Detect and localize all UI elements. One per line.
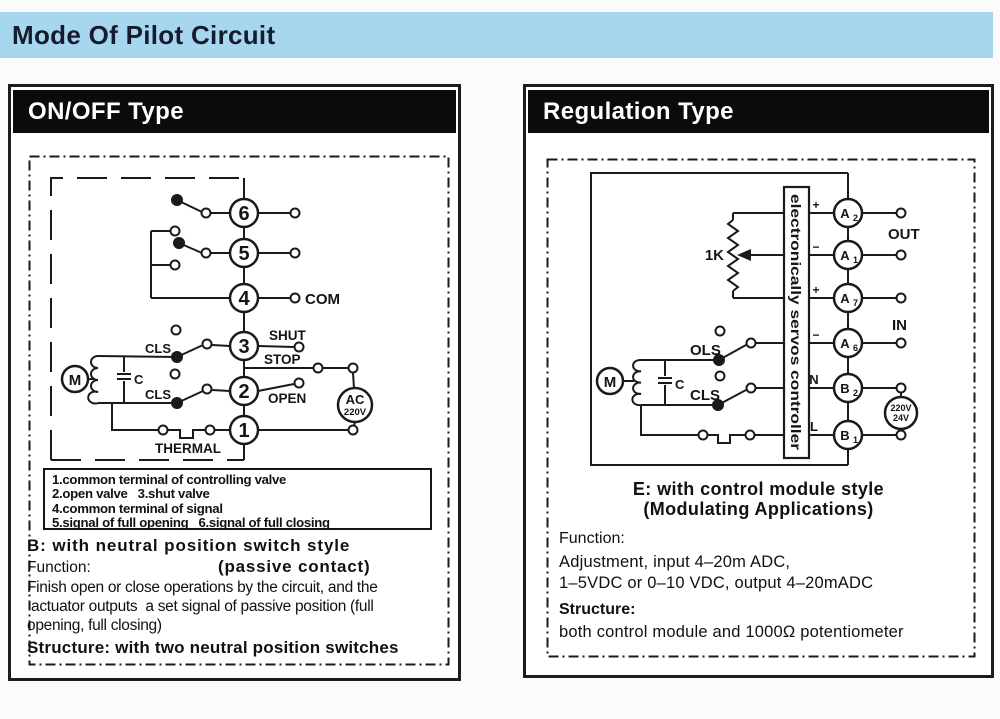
ac-label: AC xyxy=(346,392,365,407)
function-line-2: 1–5VDC or 0–10 VDC, output 4–20mADC xyxy=(559,574,874,592)
terminal-2-number: 2 xyxy=(238,381,249,403)
terminal-a2-label: A xyxy=(840,206,850,221)
onoff-type-panel: ON/OFF Type xyxy=(8,84,461,681)
function-line-1: Adjustment, input 4–20m ADC, xyxy=(559,553,791,571)
thermal-element xyxy=(708,434,745,444)
terminal-3-number: 3 xyxy=(238,336,249,358)
page-banner: Mode Of Pilot Circuit xyxy=(0,12,993,58)
terminal-5-number: 5 xyxy=(238,243,249,265)
legend-line-1: 1.common terminal of controlling valve xyxy=(52,472,287,487)
actuator-enclosure-dashed xyxy=(50,177,244,460)
terminal-6-number: 6 xyxy=(238,203,249,225)
terminal-b2-label: B xyxy=(840,381,849,396)
onoff-circuit-diagram: 6 5 4 3 2 1 COM SHUT STOP OPEN THERMAL C… xyxy=(28,155,450,666)
regulation-header-bar: Regulation Type xyxy=(528,90,989,133)
page-title: Mode Of Pilot Circuit xyxy=(12,19,276,50)
ols-label: OLS xyxy=(690,342,721,359)
supply-voltage-2: 24V xyxy=(893,413,909,423)
structure-label: Structure: xyxy=(559,601,636,618)
com-label: COM xyxy=(305,291,340,308)
cls-label: CLS xyxy=(690,387,720,404)
cls-switch-lower xyxy=(169,368,231,409)
open-label: OPEN xyxy=(268,391,306,406)
terminal-b1-label: B xyxy=(840,428,849,443)
capacitor-label: C xyxy=(675,377,685,392)
onoff-header-bar: ON/OFF Type xyxy=(13,90,456,133)
sign-b2: N xyxy=(809,372,818,387)
dash-dot-border xyxy=(546,158,976,658)
function-row: Function: (passive contact) xyxy=(27,557,447,577)
style-subtitle: (Modulating Applications) xyxy=(643,499,874,519)
regulation-header-title: Regulation Type xyxy=(543,97,734,125)
legend-line-3: 4.common terminal of signal xyxy=(52,500,223,516)
supply-voltage-1: 220V xyxy=(890,403,911,413)
sign-a1: − xyxy=(812,240,819,254)
function-line-3: opening, full closing) xyxy=(27,617,162,634)
switch-terminal-6 xyxy=(171,194,230,219)
cls-switch xyxy=(712,370,784,411)
style-title: E: with control module style xyxy=(632,479,885,499)
passive-contact-label: (passive contact) xyxy=(218,557,371,576)
terminal-a2-sub: 2 xyxy=(853,213,858,223)
thermal-element xyxy=(168,429,205,439)
function-description: Finish open or close operations by the c… xyxy=(27,578,378,635)
motor-label: M xyxy=(69,372,82,389)
terminal-b2-sub: 2 xyxy=(853,388,858,398)
function-line-1: Finish open or close operations by the c… xyxy=(27,579,378,596)
capacitor-symbol xyxy=(658,360,672,405)
thermal-label: THERMAL xyxy=(155,441,221,456)
out-label: OUT xyxy=(888,226,920,243)
sign-a7: + xyxy=(812,283,819,297)
structure-line: Structure: with two neutral position swi… xyxy=(27,638,399,657)
cls-switch-upper xyxy=(170,324,231,363)
terminal-legend: 1.common terminal of controlling valve 2… xyxy=(43,468,432,530)
regulation-type-panel: Regulation Type xyxy=(523,84,994,678)
terminal-b1-sub: 1 xyxy=(853,435,858,445)
terminal-a6-label: A xyxy=(840,336,850,351)
function-line-2: actuator outputs a set signal of passive… xyxy=(27,598,374,615)
dash-dot-border xyxy=(28,155,450,666)
terminal-a7-label: A xyxy=(840,291,850,306)
switch-terminal-5 xyxy=(150,225,230,299)
cls-upper-label: CLS xyxy=(145,341,171,356)
resistor-label: 1K xyxy=(705,247,724,264)
supply-voltage-circle xyxy=(883,395,919,431)
cls-lower-label: CLS xyxy=(145,387,171,402)
terminal-a1-label: A xyxy=(840,248,850,263)
sign-a2: + xyxy=(812,198,819,212)
motor-coil xyxy=(631,358,642,407)
potentiometer-1k xyxy=(726,212,784,299)
sign-a6: − xyxy=(812,328,819,342)
function-label: Function: xyxy=(27,559,91,576)
terminal-1-number: 1 xyxy=(238,420,249,442)
legend-line-2: 2.open valve 3.shut valve xyxy=(52,486,210,502)
terminal-a7-sub: 7 xyxy=(853,298,858,308)
structure-line: both control module and 1000Ω potentiome… xyxy=(559,623,904,641)
function-label: Function: xyxy=(559,530,625,547)
motor-coil xyxy=(87,355,99,405)
ols-switch xyxy=(713,325,784,366)
terminal-a1-sub: 1 xyxy=(853,255,858,265)
in-label: IN xyxy=(892,317,907,334)
ac-voltage-label: 220V xyxy=(344,407,367,418)
style-title: B: with neutral position switch style xyxy=(27,536,351,555)
controller-label: electronically servos controller xyxy=(788,194,803,451)
sign-b1: L xyxy=(810,419,818,434)
stop-label: STOP xyxy=(264,352,301,367)
onoff-header-title: ON/OFF Type xyxy=(28,97,184,125)
motor-label: M xyxy=(604,374,617,391)
legend-line-4: 5.signal of full opening 6.signal of ful… xyxy=(52,514,330,530)
capacitor-label: C xyxy=(134,372,144,387)
terminal-4-number: 4 xyxy=(238,288,250,310)
capacitor-symbol xyxy=(117,356,131,403)
shut-label: SHUT xyxy=(269,328,307,343)
regulation-circuit-diagram: electronically servos controller 1K OLS … xyxy=(546,158,976,658)
actuator-enclosure xyxy=(590,172,849,466)
servo-controller-box xyxy=(782,185,811,460)
terminal-a6-sub: 6 xyxy=(853,343,858,353)
